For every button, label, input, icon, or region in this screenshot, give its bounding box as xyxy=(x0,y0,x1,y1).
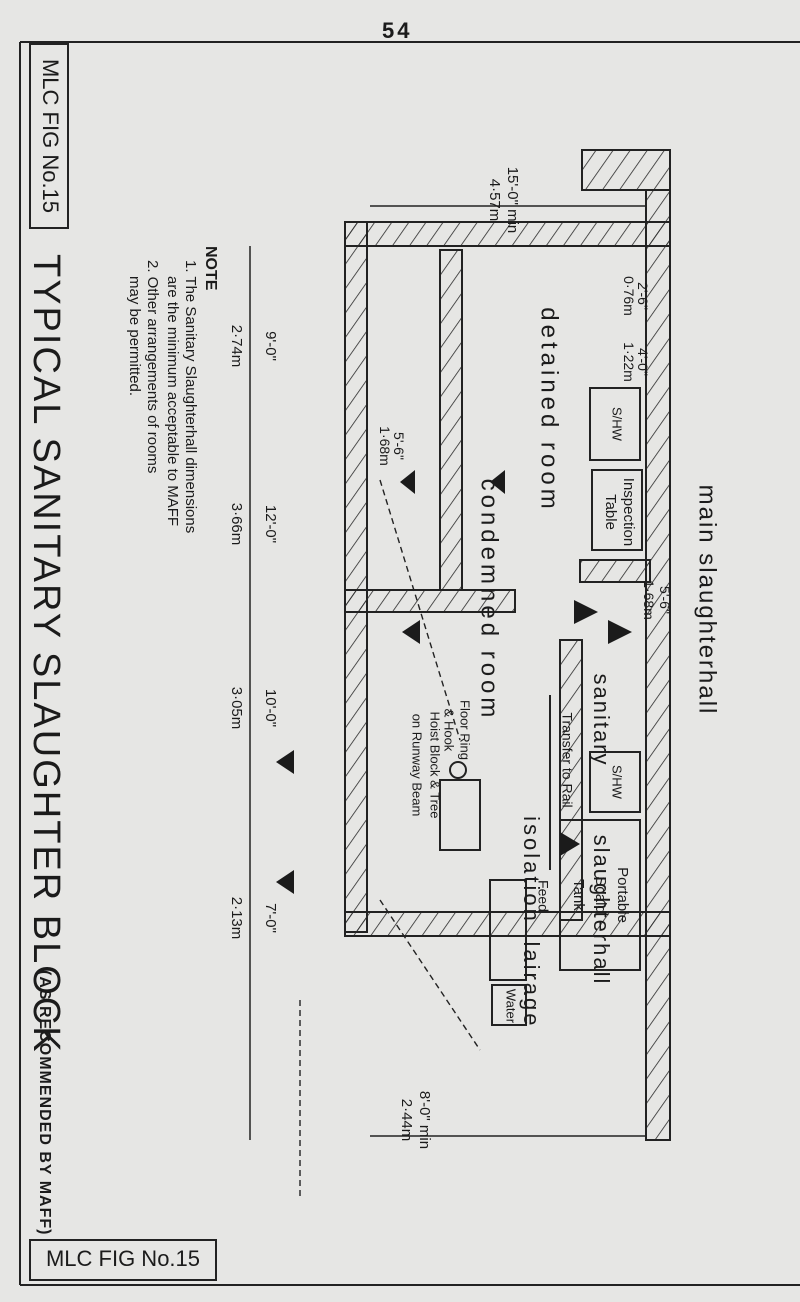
wall-partition-main xyxy=(579,559,651,583)
wall-bottom xyxy=(344,911,671,937)
fig-label-top: MLC FIG No.15 xyxy=(38,59,63,213)
room-main-slaughterhall: main slaughterhall xyxy=(694,485,721,716)
shw-basin-1 xyxy=(589,387,641,461)
transfer-label: Transfer to Rail xyxy=(559,712,575,807)
feed-trough xyxy=(489,879,527,981)
room-isolation: isolation xyxy=(519,816,544,924)
dim-5a-m: 1·68m xyxy=(641,580,657,620)
floor-ring-label: Floor Ring xyxy=(458,700,473,760)
wall-upper-right xyxy=(581,149,671,191)
path-line xyxy=(379,479,461,741)
drawing-title: TYPICAL SANITARY SLAUGHTER BLOCK xyxy=(25,254,67,1054)
scald-label: Scald xyxy=(592,876,609,914)
feed-label: Feed xyxy=(535,880,551,912)
dim-5b-ft: 5'-6" xyxy=(391,432,407,460)
arrow-icon xyxy=(490,470,505,494)
dim-9-m: 2·74m xyxy=(228,325,245,368)
dim-2-m: 0·76m xyxy=(621,276,637,316)
dim-7-ft: 7'-0" xyxy=(262,903,279,933)
dim-8-ft: 8'-0" min xyxy=(416,1091,433,1149)
room-detained: detained room xyxy=(536,307,563,512)
dim-12-m: 3·66m xyxy=(228,503,245,546)
inspection-table-label: Inspection xyxy=(620,478,637,546)
fig-label-box-bottom xyxy=(29,1239,217,1281)
dim-10-ft: 10'-0" xyxy=(262,689,279,727)
room-condemned: condemned room xyxy=(476,479,503,722)
arrow-icon xyxy=(276,750,294,774)
shw-label-2: S/HW xyxy=(610,765,625,800)
note-heading: NOTE xyxy=(202,246,219,291)
wall-right xyxy=(645,189,671,1141)
scald-tank xyxy=(559,819,641,971)
runway-label: on Runway Beam xyxy=(410,714,425,817)
dim-12-ft: 12'-0" xyxy=(262,505,279,543)
arrow-icon xyxy=(560,832,580,856)
note-line-2: are the minimum acceptable to MAFF xyxy=(164,276,181,526)
arrow-icon xyxy=(402,620,420,644)
shw-basin-2 xyxy=(589,751,641,813)
note-line-3: 2. Other arrangements of rooms xyxy=(144,260,161,473)
dim-15-ft: 15'-0" min xyxy=(504,167,521,234)
water-label: Water xyxy=(504,989,519,1024)
hook-label: & Hook xyxy=(442,709,457,752)
hoist-label: Hoist Block & Tree xyxy=(428,712,443,819)
arrow-icon xyxy=(608,620,632,644)
page-number: 54 xyxy=(382,18,413,43)
dim-10-m: 3·05m xyxy=(228,687,245,730)
arrow-icon xyxy=(400,470,415,494)
wall-partition-vertical xyxy=(439,249,463,591)
arrow-icon xyxy=(276,870,294,894)
dim-4-ft: 4'-0" xyxy=(635,348,651,376)
dim-7-m: 2·13m xyxy=(228,897,245,940)
note-line-4: may be permitted. xyxy=(126,276,143,396)
hoist-block xyxy=(439,779,481,851)
wall-left xyxy=(344,221,368,933)
floor-ring-icon xyxy=(449,761,467,779)
dim-15-m: 4·57m xyxy=(486,179,503,222)
shw-label-1: S/HW xyxy=(610,407,625,442)
dim-8-m: 2·44m xyxy=(398,1099,415,1142)
wall-partition-detained xyxy=(344,589,516,613)
arrow-icon xyxy=(574,600,598,624)
room-slaughterhall: slaughterhall xyxy=(589,835,614,986)
dim-9-ft: 9'-0" xyxy=(262,331,279,361)
fig-label-box-top xyxy=(29,43,69,229)
drawing-title-note: (AS RECOMMENDED BY MAFF) xyxy=(36,970,53,1235)
inspection-table-label-2: Table xyxy=(602,494,619,530)
inspection-table xyxy=(591,469,643,551)
dim-5a-ft: 5'-6" xyxy=(657,586,673,614)
dim-5b-m: 1·68m xyxy=(377,426,393,466)
dim-2-ft: 2'-6" xyxy=(635,282,651,310)
note-line-1: 1. The Sanitary Slaughterhall dimensions xyxy=(182,260,199,533)
wall-top xyxy=(344,221,671,247)
water-trough xyxy=(491,984,527,1026)
portable-label: Portable xyxy=(614,867,631,923)
room-lairage: lairage xyxy=(519,941,544,1028)
path-line xyxy=(379,899,481,1051)
tank-label: Tank xyxy=(570,879,587,911)
dim-4-m: 1·22m xyxy=(621,342,637,382)
room-sanitary: sanitary xyxy=(589,673,614,766)
fig-label-bottom: MLC FIG No.15 xyxy=(46,1246,200,1271)
